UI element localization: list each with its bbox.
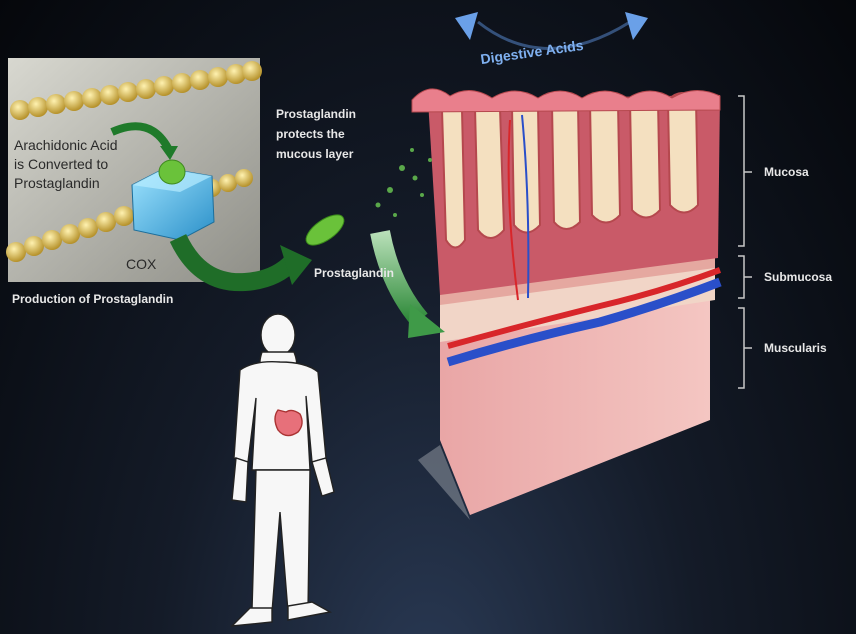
protects-caption-line3: mucous layer (276, 144, 356, 164)
stomach-wall-block (412, 89, 752, 520)
protects-caption: Prostaglandin protects the mucous layer (276, 104, 356, 164)
prostaglandin-label: Prostaglandin (314, 266, 394, 280)
submucosa-label: Submucosa (764, 270, 854, 284)
person-figure (232, 314, 334, 626)
membrane-caption: Arachidonic Acid is Converted to Prostag… (14, 136, 118, 193)
prostaglandin-molecule (159, 160, 185, 184)
protects-caption-line2: protects the (276, 124, 356, 144)
mucosa-label: Mucosa (764, 165, 809, 179)
cox-label: COX (126, 256, 156, 272)
prostaglandin-capsule (301, 209, 349, 251)
membrane-caption-line2: is Converted to (14, 155, 118, 174)
stomach-icon (275, 410, 302, 436)
layer-brackets (738, 96, 752, 388)
production-caption: Production of Prostaglandin (12, 292, 173, 306)
membrane-caption-line3: Prostaglandin (14, 174, 118, 193)
muscularis-label: Muscularis (764, 341, 827, 355)
membrane-caption-line1: Arachidonic Acid (14, 136, 118, 155)
protects-caption-line1: Prostaglandin (276, 104, 356, 124)
